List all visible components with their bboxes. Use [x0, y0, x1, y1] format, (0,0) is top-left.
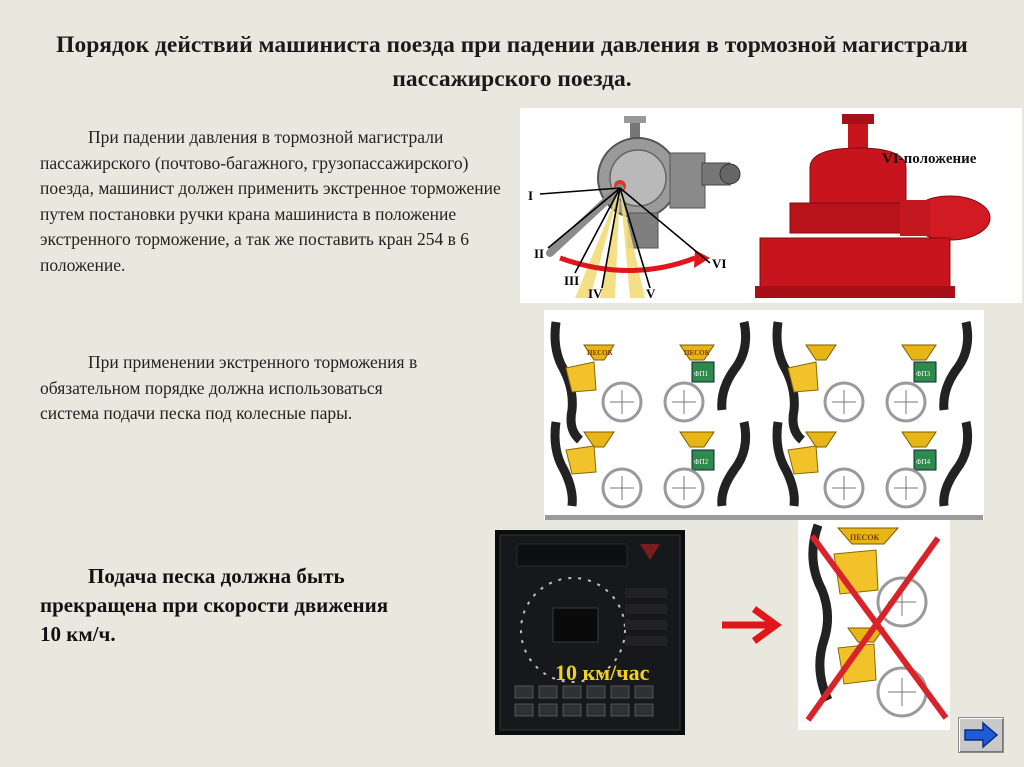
valve-label-fp2: ФП2 [694, 458, 709, 466]
speed-limit-label: 10 км/час [555, 660, 650, 685]
vi-position-label: VI-положение [882, 151, 977, 167]
position-label-1: I [528, 188, 533, 203]
slide-title: Порядок действий машиниста поезда при па… [56, 32, 968, 92]
arrow-right-icon [964, 721, 999, 749]
valve-label-fp4: ФП4 [916, 458, 931, 466]
valve-label-fp1: ФП1 [694, 370, 709, 378]
position-label-5: V [646, 286, 656, 301]
paragraph-sand-stop: Подача песка должна быть прекращена при … [40, 562, 400, 649]
paragraph-2-text: При применении экстренного торможения в … [40, 352, 418, 423]
cross-line-icon [805, 536, 941, 722]
sand-supply-diagram: ПЕСОК ПЕСОК ФП1 ФП2 [544, 310, 984, 520]
position-label-4: IV [588, 286, 603, 301]
position-label-6: VI [712, 256, 726, 271]
sand-bunker-label: ПЕСОК [684, 349, 711, 357]
paragraph-emergency-braking: При падении давления в тормозной магистр… [40, 125, 515, 278]
speed-display-figure: 10 км/час [495, 530, 685, 735]
next-slide-button[interactable] [958, 717, 1004, 753]
sand-unit: ПЕСОК ПЕСОК ФП1 ФП2 [550, 321, 751, 509]
arrow-right-red-icon [722, 606, 782, 644]
paragraph-1-text: При падении давления в тормозной магистр… [40, 127, 501, 275]
sand-unit: ФП3 ФП4 [772, 321, 973, 509]
position-label-2: II [534, 246, 544, 261]
divider-bar [545, 515, 983, 520]
crossed-sand-bunker-label: ПЕСОК [850, 533, 880, 542]
cross-line-icon [809, 534, 949, 720]
sand-bunker-label: ПЕСОК [587, 349, 614, 357]
paragraph-3-text: Подача песка должна быть прекращена при … [40, 564, 389, 646]
valve-label-fp3: ФП3 [916, 370, 931, 378]
crossed-sand-figure: ПЕСОК [798, 520, 950, 730]
position-label-3: III [564, 273, 579, 288]
paragraph-sand-system: При применении экстренного торможения в … [40, 350, 440, 427]
driver-crane-figure: I II III IV V VI VI-положение [520, 108, 1022, 303]
